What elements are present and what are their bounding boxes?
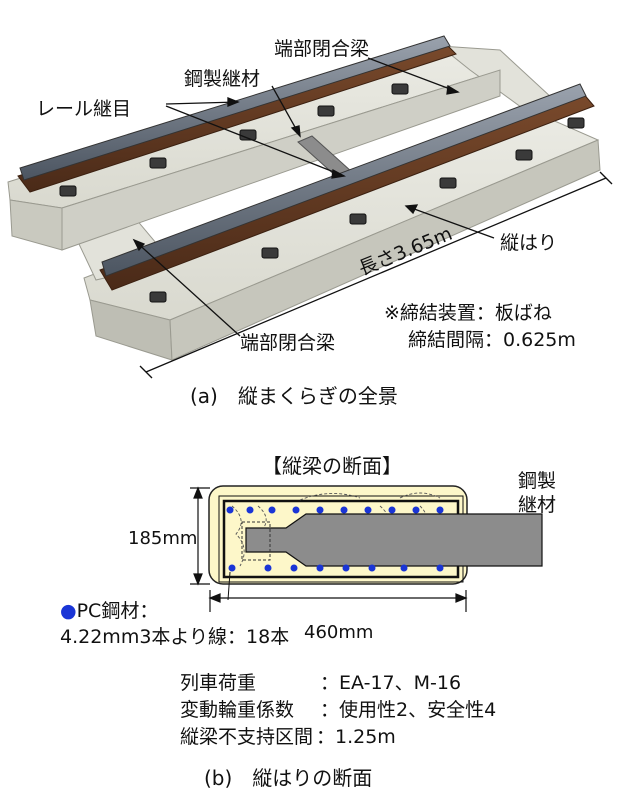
rail-lower xyxy=(99,83,595,291)
section-dimensions xyxy=(190,486,468,612)
concrete-frame xyxy=(7,45,601,361)
label-end-beam-top: 端部閉合梁 xyxy=(274,38,370,60)
label-rail-joint: レール継目 xyxy=(36,98,132,120)
spec-key-0: 列車荷重 xyxy=(180,672,257,694)
spec-key-1: 変動輪重係数 xyxy=(180,699,295,721)
spec-value-0: ：EA-17、M-16 xyxy=(320,672,462,694)
spec-key-2: 縦梁不支持区間 xyxy=(180,726,314,748)
label-fastening-device: ※締結装置：板ばね xyxy=(384,302,552,324)
caption-a: (a) 縦まくらぎの全景 xyxy=(190,384,398,408)
section-title: 【縦梁の断面】 xyxy=(262,454,402,478)
label-longitudinal-beam: 縦はり xyxy=(500,232,558,254)
caption-b: (b) 縦はりの断面 xyxy=(204,766,373,790)
pc-strand-marker: ● xyxy=(60,600,77,622)
pc-strand-line1: PC鋼材： xyxy=(76,600,159,622)
pc-strands xyxy=(226,506,444,572)
cross-section xyxy=(208,485,543,585)
label-fastening-interval: 締結間隔：0.625m xyxy=(408,329,576,351)
leader-lines xyxy=(132,57,613,379)
spec-value-1: ：使用性2、安全性4 xyxy=(320,699,497,721)
width-dimension: 460mm xyxy=(304,622,374,643)
pc-strand-label: ●PC鋼材： xyxy=(60,596,158,623)
label-end-beam-bottom: 端部閉合梁 xyxy=(240,332,336,354)
steel-member-line2: 継材 xyxy=(518,494,557,516)
steel-member-line1: 鋼製 xyxy=(518,470,557,492)
fastening-clips xyxy=(59,83,585,303)
pc-strand-line2: 4.22mm3本より線：18本 xyxy=(60,626,290,648)
height-dimension: 185mm xyxy=(128,528,198,549)
spec-value-2: ：1.25m xyxy=(316,726,396,748)
label-steel-member: 鋼製継材 xyxy=(184,68,261,90)
rail-upper xyxy=(17,35,457,193)
